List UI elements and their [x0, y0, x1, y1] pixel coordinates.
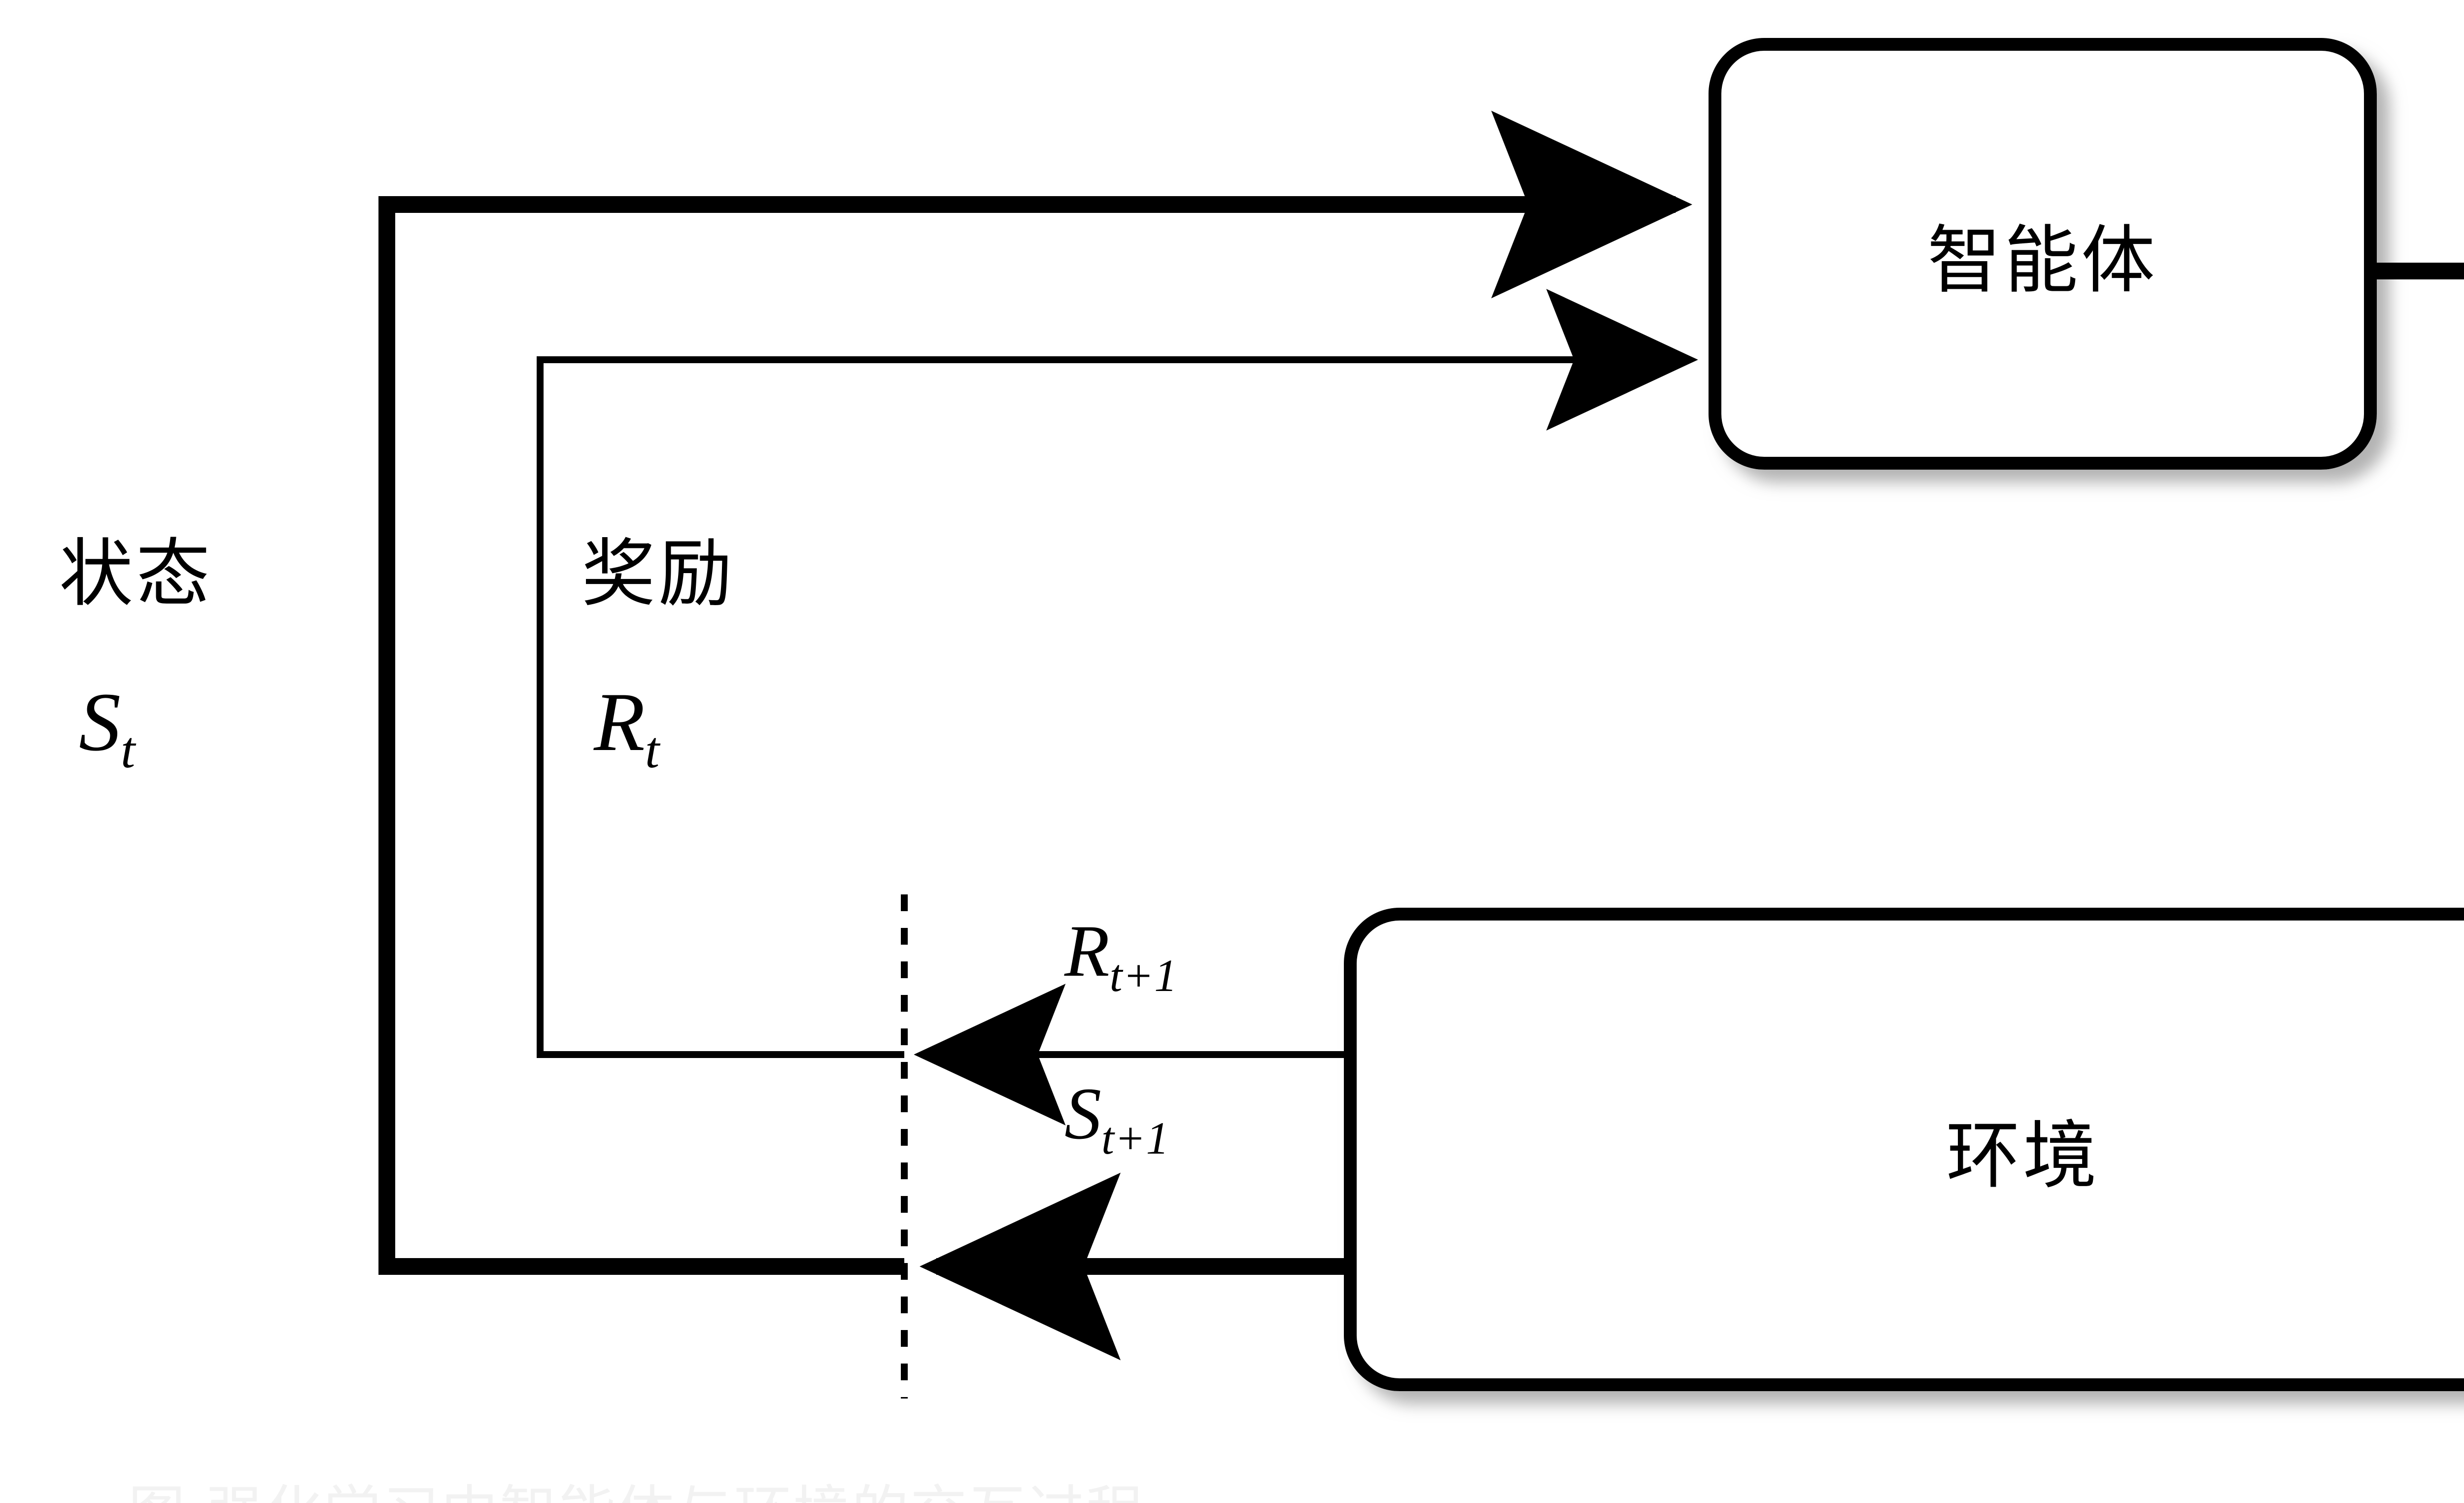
state-edge-label: 状态	[59, 531, 213, 617]
state-symbol: St	[79, 680, 136, 776]
state-symbol-base: S	[79, 676, 121, 768]
state-next-base: S	[1064, 1073, 1101, 1155]
agent-node[interactable]	[1709, 38, 2377, 470]
environment-node-label: 环境	[1946, 1113, 2100, 1199]
reward-symbol-subscript: t	[645, 721, 660, 779]
state-next-subscript: t+1	[1101, 1113, 1169, 1164]
state-feedback-path	[378, 110, 1692, 1275]
reward-symbol: Rt	[594, 680, 660, 776]
reward-next-symbol: Rt+1	[1064, 914, 1178, 999]
agent-box[interactable]	[1709, 38, 2377, 470]
agent-node-label: 智能体	[1927, 217, 2158, 304]
environment-node[interactable]	[1344, 908, 2464, 1391]
reward-feedback-path	[537, 289, 1698, 1058]
reward-next-subscript: t+1	[1109, 951, 1178, 1001]
state-symbol-subscript: t	[121, 721, 136, 779]
reward-edge-label: 奖励	[582, 531, 736, 617]
environment-box[interactable]	[1344, 908, 2464, 1391]
state-next-symbol: St+1	[1064, 1077, 1169, 1161]
reward-symbol-base: R	[594, 676, 645, 768]
reward-next-base: R	[1064, 910, 1110, 992]
figure-caption: 图 强化学习中智能体与环境的交互过程	[128, 1466, 1145, 1503]
